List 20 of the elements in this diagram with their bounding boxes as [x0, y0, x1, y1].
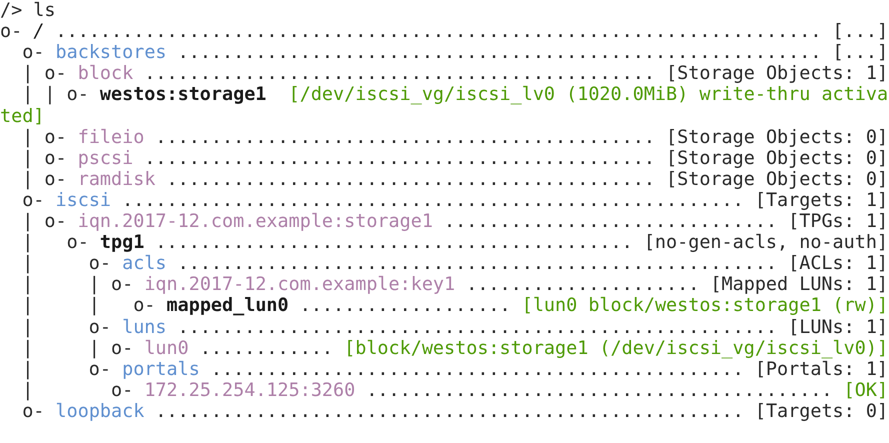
- terminal-line: | | o- lun0 ............ [block/westos:storage1 (/dev/iscsi_vg/iscsi_lv0)]: [22, 338, 888, 359]
- terminal-line: | o- portals ................................................ [Portals: 1]: [22, 358, 888, 380]
- terminal-line: | | o- mapped_lun0 ................... [lun0 block/westos:storage1 (rw)]: [22, 295, 888, 316]
- terminal-line: ted]: [0, 106, 44, 126]
- terminal-line: | o- tpg1 ........................................... [no-gen-acls, no-auth]: [22, 232, 888, 254]
- terminal-line: o- backstores .......................................................... [...]: [22, 42, 888, 64]
- terminal-line: o- iscsi ........................................................ [Targets: 1]: [22, 190, 888, 211]
- command-prompt: /> ls: [0, 0, 56, 21]
- terminal-line: o- / ..................................................................... [...]: [0, 21, 888, 42]
- terminal-line: | o- fileio ............................................. [Storage Objects: 0]: [22, 126, 888, 148]
- terminal-line: | o- ramdisk ............................................ [Storage Objects: 0]: [22, 168, 888, 190]
- terminal-line: | o- 172.25.254.125:3260 .......................................... [OK]: [22, 380, 888, 401]
- terminal-line: | o- luns ...................................................... [LUNs: 1]: [22, 316, 888, 338]
- terminal-line: | | o- westos:storage1 [/dev/iscsi_vg/iscsi_lv0 (1020.0MiB) write-thru activa: [22, 84, 888, 106]
- terminal-line: | o- pscsi .............................................. [Storage Objects: 0]: [22, 148, 888, 169]
- terminal-line: | | o- iqn.2017-12.com.example:key1 ..................... [Mapped LUNs: 1]: [22, 274, 888, 296]
- terminal-line: | o- iqn.2017-12.com.example:storage1 .............................. [TPGs: 1]: [22, 211, 888, 232]
- terminal-line: o- loopback ..................................................... [Targets: 0]: [22, 400, 888, 422]
- terminal-line: | o- block .............................................. [Storage Objects: 1]: [22, 63, 888, 84]
- terminal-line: | o- acls ...................................................... [ACLs: 1]: [22, 253, 888, 274]
